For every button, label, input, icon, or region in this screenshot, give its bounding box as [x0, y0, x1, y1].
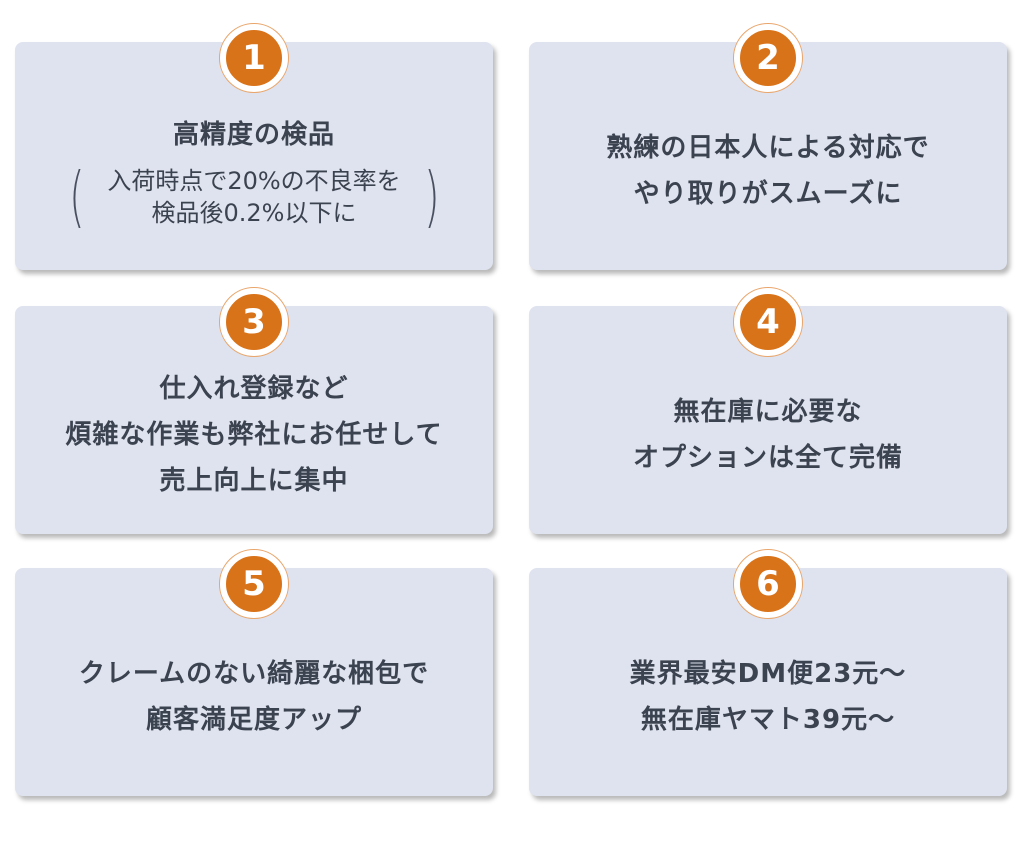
feature-line: やり取りがスムーズに [633, 179, 903, 209]
feature-line: 無在庫に必要な [673, 397, 863, 427]
feature-title: 高精度の検品 [172, 120, 335, 150]
number-badge-3: 3 [220, 288, 288, 356]
feature-card-4-body: 無在庫に必要な オプションは全て完備 [529, 344, 1007, 526]
feature-line: オプションは全て完備 [632, 443, 903, 473]
number-badge-5: 5 [220, 550, 288, 618]
feature-line: 熟練の日本人による対応で [606, 133, 930, 163]
feature-card-3-body: 仕入れ登録など 煩雑な作業も弊社にお任せして 売上向上に集中 [15, 344, 493, 526]
feature-note: ( 入荷時点で20%の不良率を 検品後0.2%以下に ) [46, 164, 463, 230]
feature-card-3: 3 仕入れ登録など 煩雑な作業も弊社にお任せして 売上向上に集中 [15, 288, 493, 534]
feature-card-1: 1 高精度の検品 ( 入荷時点で20%の不良率を 検品後0.2%以下に ) [15, 24, 493, 270]
number-badge-4: 4 [734, 288, 802, 356]
feature-line: 無在庫ヤマト39元〜 [640, 705, 896, 735]
feature-line: 仕入れ登録など [159, 374, 349, 404]
feature-line: 売上向上に集中 [159, 466, 349, 496]
feature-line: クレームのない綺麗な梱包で [78, 659, 430, 689]
close-paren: ) [423, 158, 440, 235]
feature-card-5-body: クレームのない綺麗な梱包で 顧客満足度アップ [15, 606, 493, 788]
feature-card-2: 2 熟練の日本人による対応で やり取りがスムーズに [529, 24, 1007, 270]
feature-card-6-body: 業界最安DM便23元〜 無在庫ヤマト39元〜 [529, 606, 1007, 788]
feature-card-2-body: 熟練の日本人による対応で やり取りがスムーズに [529, 80, 1007, 262]
feature-card-6: 6 業界最安DM便23元〜 無在庫ヤマト39元〜 [529, 550, 1007, 796]
feature-card-4: 4 無在庫に必要な オプションは全て完備 [529, 288, 1007, 534]
number-badge-6: 6 [734, 550, 802, 618]
number-badge-2: 2 [734, 24, 802, 92]
feature-line: 業界最安DM便23元〜 [629, 659, 907, 689]
feature-line: 顧客満足度アップ [145, 705, 362, 735]
number-badge-1: 1 [220, 24, 288, 92]
open-paren: ( [68, 158, 85, 235]
feature-note-line: 検品後0.2%以下に [151, 199, 357, 227]
feature-card-5: 5 クレームのない綺麗な梱包で 顧客満足度アップ [15, 550, 493, 796]
feature-note-line: 入荷時点で20%の不良率を [107, 167, 401, 195]
feature-line: 煩雑な作業も弊社にお任せして [65, 420, 443, 450]
feature-card-1-body: 高精度の検品 ( 入荷時点で20%の不良率を 検品後0.2%以下に ) [15, 80, 493, 262]
